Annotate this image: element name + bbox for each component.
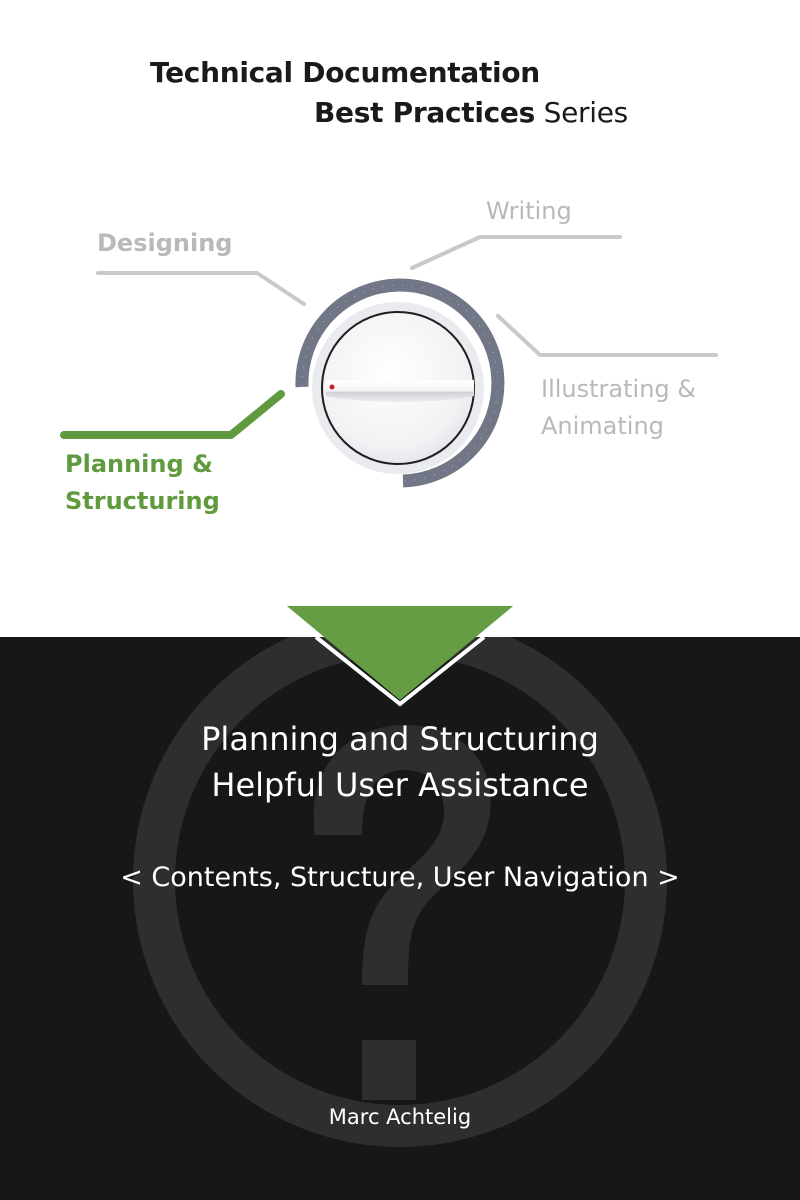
dial-label-planning-line2: Structuring — [65, 487, 220, 515]
planning-leader-line — [60, 390, 285, 439]
designing-leader-line — [96, 271, 306, 306]
illustrating-leader-line — [496, 314, 718, 357]
dial-label-writing-text: Writing — [486, 197, 572, 225]
dial-label-illustrating-line2: Animating — [541, 412, 664, 440]
dial-label-writing: Writing — [486, 193, 572, 230]
book-subtitle: < Contents, Structure, User Navigation > — [120, 862, 680, 893]
book-author: Marc Achtelig — [328, 1105, 472, 1129]
series-title-line1: Technical Documentation — [150, 56, 540, 89]
dial-label-illustrating-line1: Illustrating & — [541, 375, 696, 403]
series-title-regular: Series — [535, 96, 629, 129]
series-title-bold: Best Practices — [314, 96, 535, 129]
dial-indicator-dot — [329, 384, 335, 390]
dial-label-planning-line1: Planning & — [65, 450, 213, 478]
dial-label-designing-text: Designing — [97, 229, 233, 257]
book-title-line1: Planning and Structuring — [201, 720, 599, 758]
dial-label-illustrating: Illustrating & Animating — [541, 371, 696, 445]
book-title-line2: Helpful User Assistance — [211, 766, 589, 804]
dial-label-designing: Designing — [97, 225, 232, 262]
series-title-line2: Best Practices Series — [314, 96, 628, 129]
dial-label-planning: Planning & Structuring — [65, 446, 220, 520]
writing-leader-line — [410, 235, 622, 270]
